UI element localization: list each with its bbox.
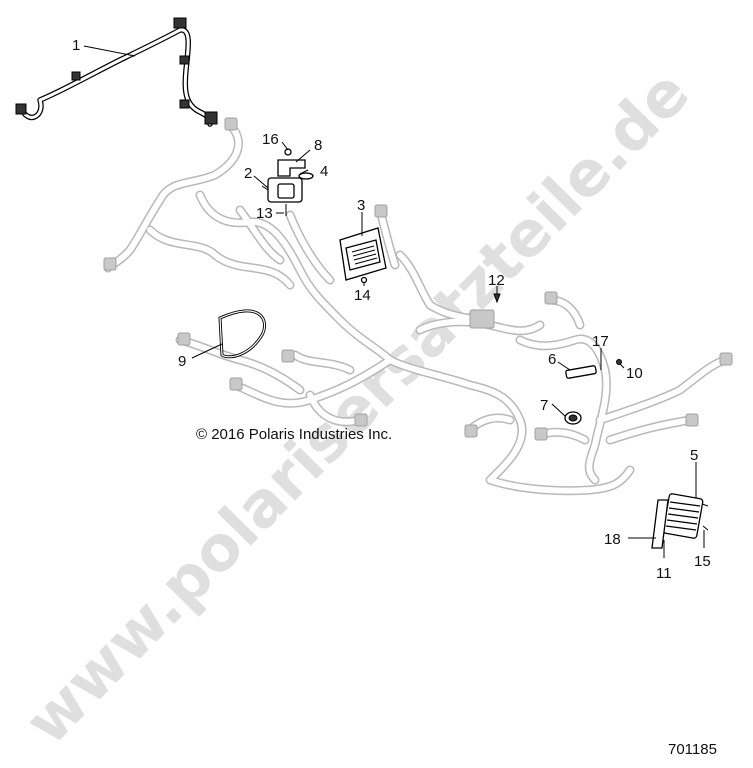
part-16-bolt (284, 148, 292, 156)
part-6-bracket (565, 365, 597, 379)
copyright-notice: © 2016 Polaris Industries Inc. (196, 426, 392, 443)
callout-4: 4 (320, 163, 328, 180)
callout-3: 3 (357, 197, 365, 214)
callout-10: 10 (626, 365, 643, 382)
part-10-nut (616, 359, 622, 365)
callouts: 1 2 3 4 5 6 7 8 9 10 11 12 13 14 15 16 1… (72, 37, 711, 582)
part-1-cable (15, 17, 218, 127)
callout-16: 16 (262, 131, 279, 148)
callout-11: 11 (656, 565, 672, 582)
callout-15: 15 (694, 553, 711, 570)
callout-1: 1 (72, 37, 80, 54)
part-2-module (261, 177, 303, 203)
figure-number: 701185 (668, 741, 717, 758)
part-15-bolt (701, 503, 709, 531)
main-wiring-harness (103, 117, 733, 496)
part-4-clip (298, 172, 314, 180)
callout-7: 7 (540, 397, 548, 414)
callout-9: 9 (178, 353, 186, 370)
part-14-screw (360, 276, 368, 284)
leader-lines (83, 45, 705, 558)
callout-2: 2 (244, 165, 252, 182)
callout-18: 18 (604, 531, 621, 548)
part-18-bracket (651, 499, 669, 549)
callout-13: 13 (256, 205, 273, 222)
part-5-regulator (662, 493, 704, 539)
callout-6: 6 (548, 351, 556, 368)
part-9-strap (218, 309, 267, 359)
callout-12: 12 (488, 272, 505, 289)
callout-5: 5 (690, 447, 698, 464)
part-7-grommet (564, 411, 582, 425)
part-3-ecu (339, 227, 387, 281)
watermark-text: www.polarisersatzteile.de (11, 56, 703, 759)
part-8-bracket (277, 159, 306, 177)
callout-14: 14 (354, 287, 371, 304)
callout-8: 8 (314, 137, 322, 154)
callout-17: 17 (592, 333, 609, 350)
